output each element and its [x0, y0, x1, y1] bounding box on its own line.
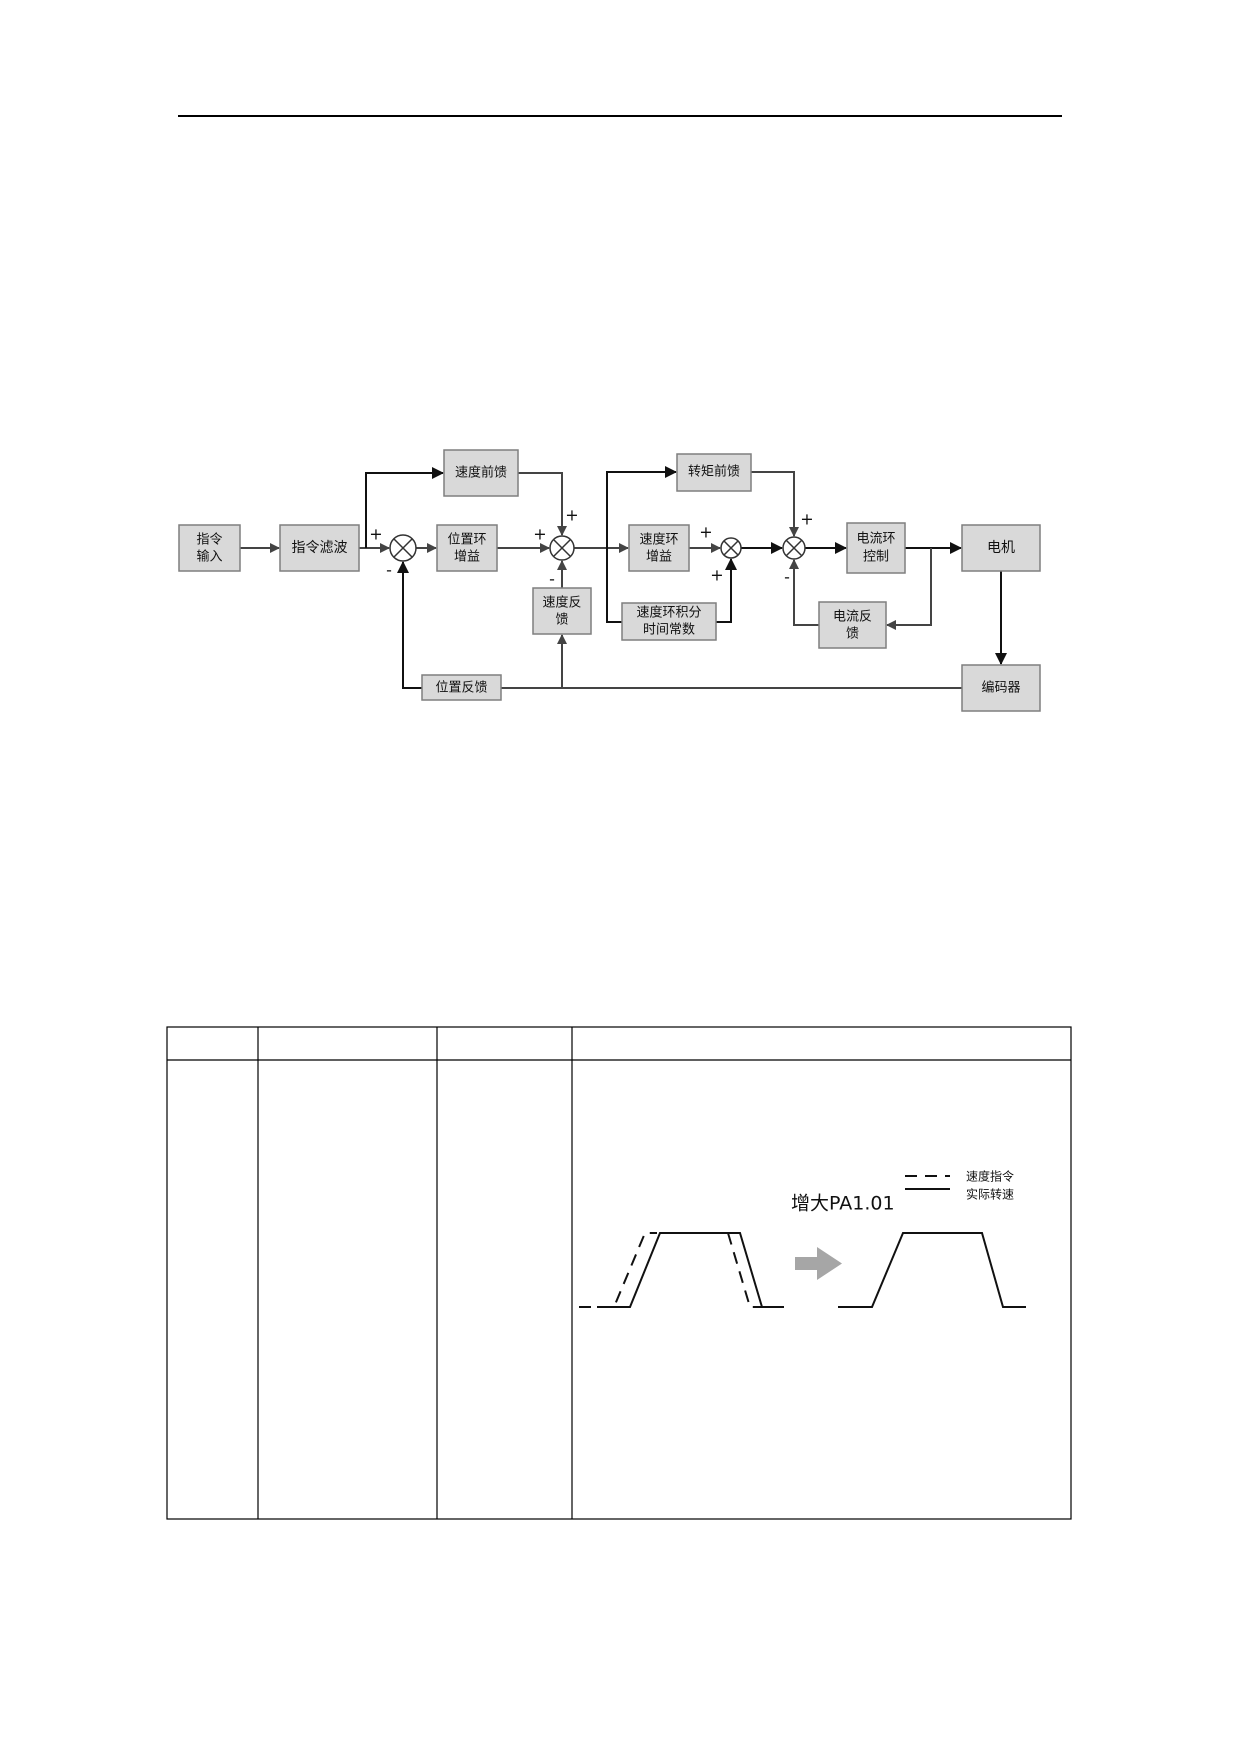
summing-junction-1	[389, 534, 417, 562]
speed-command-before-fall	[727, 1232, 762, 1308]
actual-speed-after	[838, 1232, 1026, 1308]
arrow-to-current-fb	[886, 548, 932, 630]
svg-text:指令: 指令	[196, 533, 222, 548]
block-current-loop-control: 电流环 控制	[846, 522, 906, 574]
svg-text:馈: 馈	[846, 627, 859, 642]
svg-text:电流反: 电流反	[833, 610, 872, 625]
sign-plus: +	[565, 506, 578, 525]
arrow-torque-ff-to-sum4	[751, 471, 799, 537]
svg-text:输入: 输入	[196, 549, 222, 565]
block-position-loop-gain: 位置环 增益	[436, 524, 498, 572]
svg-text:速度环: 速度环	[639, 532, 678, 548]
summing-junction-4	[782, 536, 806, 560]
legend-actual-speed: 实际转速	[966, 1187, 1014, 1202]
sign-plus: +	[800, 510, 813, 529]
sign-plus: +	[710, 566, 723, 585]
svg-text:馈: 馈	[555, 613, 568, 628]
arrow-integral-to-sum3	[716, 558, 737, 623]
block-torque-feedforward: 转矩前馈	[676, 453, 752, 492]
speed-command-before	[579, 1232, 657, 1308]
parameter-table	[166, 1026, 1072, 1520]
svg-text:增益: 增益	[454, 550, 480, 565]
summing-junction-2	[549, 535, 575, 561]
legend-speed-command: 速度指令	[966, 1169, 1014, 1184]
figure-title: 增大PA1.01	[791, 1193, 895, 1215]
sign-plus: +	[369, 525, 382, 544]
block-command-filter: 指令滤波	[279, 524, 360, 572]
arrow-speed-ff-to-sum2	[518, 472, 567, 536]
block-speed-loop-gain: 速度环 增益	[628, 524, 690, 572]
svg-text:电流环: 电流环	[856, 532, 895, 547]
sign-plus: +	[533, 525, 546, 544]
block-position-feedback: 位置反馈	[421, 674, 502, 701]
block-motor: 电机	[961, 524, 1041, 572]
actual-speed-before	[597, 1232, 784, 1308]
speed-response-figure: 增大PA1.01 速度指令 实际转速	[579, 1169, 1026, 1308]
arrow-to-torque-ff	[606, 466, 677, 548]
svg-text:编码器: 编码器	[981, 681, 1020, 696]
svg-text:位置反馈: 位置反馈	[435, 681, 487, 696]
block-command-input: 指令 输入	[178, 524, 241, 572]
svg-text:控制: 控制	[863, 550, 889, 565]
control-block-diagram: + - + + - + + + - 指令 输入 指令滤波 速度前馈 位置环 增益	[178, 449, 1041, 712]
arrow-to-speed-ff	[365, 467, 444, 548]
svg-text:速度环积分: 速度环积分	[636, 605, 701, 621]
block-speed-feedforward: 速度前馈	[443, 449, 519, 497]
svg-text:电机: 电机	[987, 540, 1015, 556]
arrow-current-fb-to-sum4	[789, 559, 819, 626]
block-encoder: 编码器	[961, 664, 1041, 712]
sign-plus: +	[699, 523, 712, 542]
summing-junction-3	[720, 537, 742, 559]
svg-text:指令滤波: 指令滤波	[292, 540, 348, 556]
svg-text:转矩前馈: 转矩前馈	[688, 464, 740, 480]
sign-minus: -	[549, 570, 555, 589]
svg-text:时间常数: 时间常数	[643, 623, 695, 638]
arrow-pos-fb-to-sum1	[397, 561, 422, 689]
svg-text:速度反: 速度反	[542, 595, 581, 611]
svg-text:位置环: 位置环	[447, 533, 486, 548]
block-current-feedback: 电流反 馈	[818, 601, 887, 649]
svg-text:增益: 增益	[646, 550, 672, 565]
sign-minus: -	[784, 568, 790, 587]
line-to-integral	[606, 548, 622, 623]
svg-text:速度前馈: 速度前馈	[455, 465, 507, 481]
block-speed-loop-integral: 速度环积分 时间常数	[621, 602, 717, 641]
block-speed-feedback: 速度反 馈	[532, 587, 592, 635]
arrow-right-icon	[795, 1247, 842, 1280]
sign-minus: -	[386, 561, 392, 580]
